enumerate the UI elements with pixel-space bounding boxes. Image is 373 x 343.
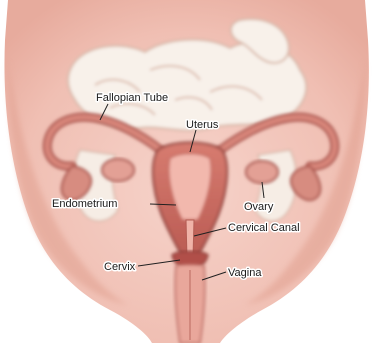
ovary-right [246, 161, 278, 183]
label-endometrium: Endometrium [52, 198, 117, 210]
ovary-left [102, 159, 134, 181]
label-fallopian-tube: Fallopian Tube [96, 92, 168, 104]
label-vagina: Vagina [228, 267, 262, 279]
label-ovary: Ovary [244, 201, 274, 213]
label-uterus: Uterus [186, 119, 219, 131]
label-cervical-canal: Cervical Canal [228, 222, 300, 234]
label-cervix: Cervix [104, 261, 136, 273]
